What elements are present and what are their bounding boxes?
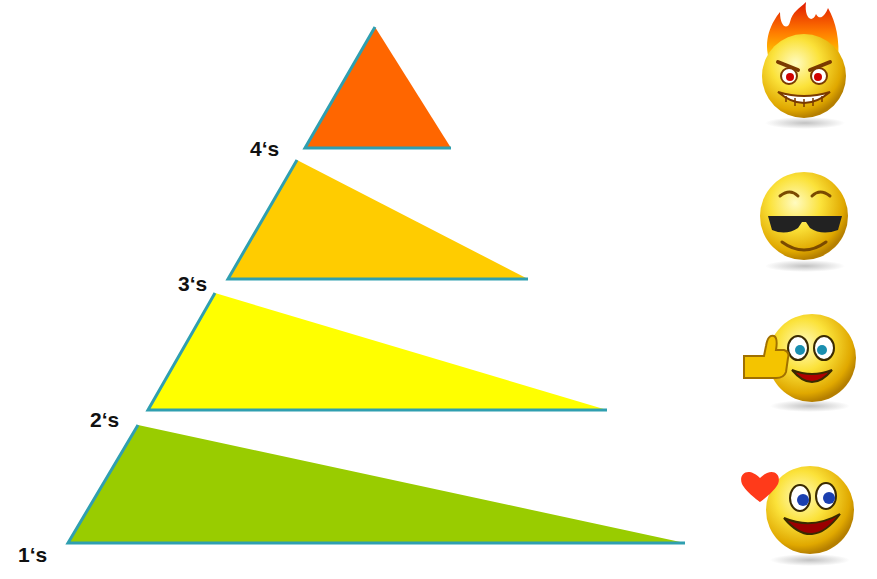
thumbs-up-emoji — [744, 314, 856, 412]
level-label: 4‘s — [250, 137, 279, 161]
level-label: 1‘s — [18, 543, 47, 567]
sunglasses-emoji — [760, 172, 848, 272]
pyramid-layer — [228, 160, 528, 279]
pyramid-layer — [305, 27, 451, 148]
heart-emoji — [741, 466, 854, 566]
pyramid-layer — [148, 293, 607, 410]
level-label: 3‘s — [178, 272, 207, 296]
level-label: 2‘s — [90, 408, 119, 432]
fire-emoji — [762, 2, 846, 129]
pyramid-layer — [68, 425, 685, 543]
